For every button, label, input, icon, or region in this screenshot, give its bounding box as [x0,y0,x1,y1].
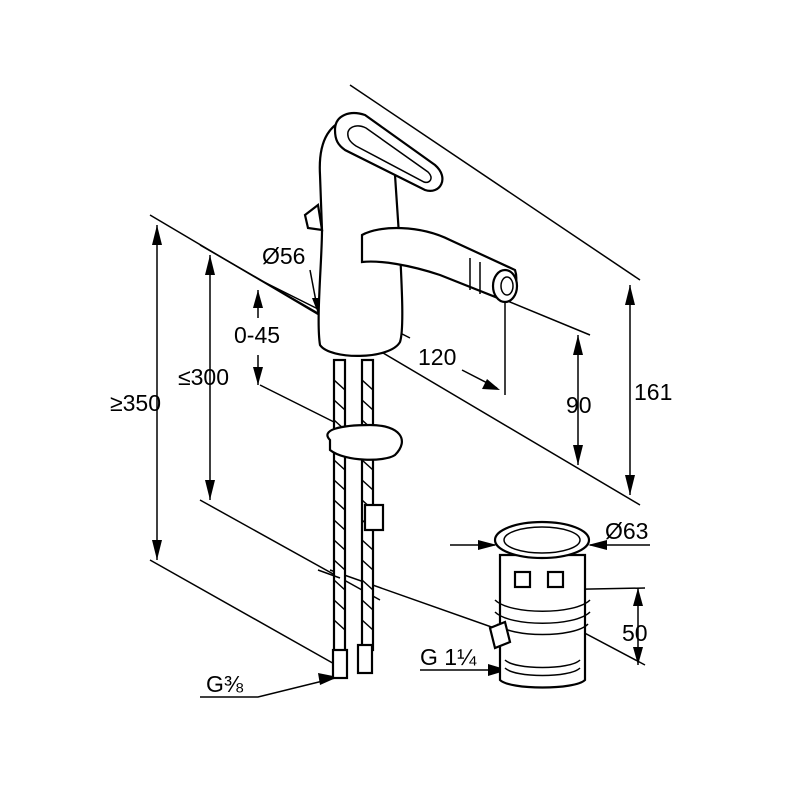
pop-up-rod-knob [303,203,324,232]
dim-spout-height: 90 [566,392,592,418]
lever-handle [333,112,444,192]
dim-total-height: 161 [634,379,673,405]
dim-clamping-range: 0-45 [234,322,281,348]
dim-drain-diameter: Ø63 [605,518,649,544]
dim-drain-thread: G 1¼ [420,644,477,670]
dim-min-hose-length: ≥350 [110,390,161,416]
dim-body-diameter: Ø56 [262,243,306,269]
faucet-body [303,112,519,357]
mounting-bracket [326,423,403,461]
drain-waste-valve [488,520,591,689]
dim-supply-thread: G⅜ [206,671,244,697]
dim-max-deck-thickness: ≤300 [178,364,229,390]
dim-drain-height: 50 [622,620,648,646]
dim-spout-projection: 120 [418,344,457,370]
supply-hoses [317,358,403,680]
